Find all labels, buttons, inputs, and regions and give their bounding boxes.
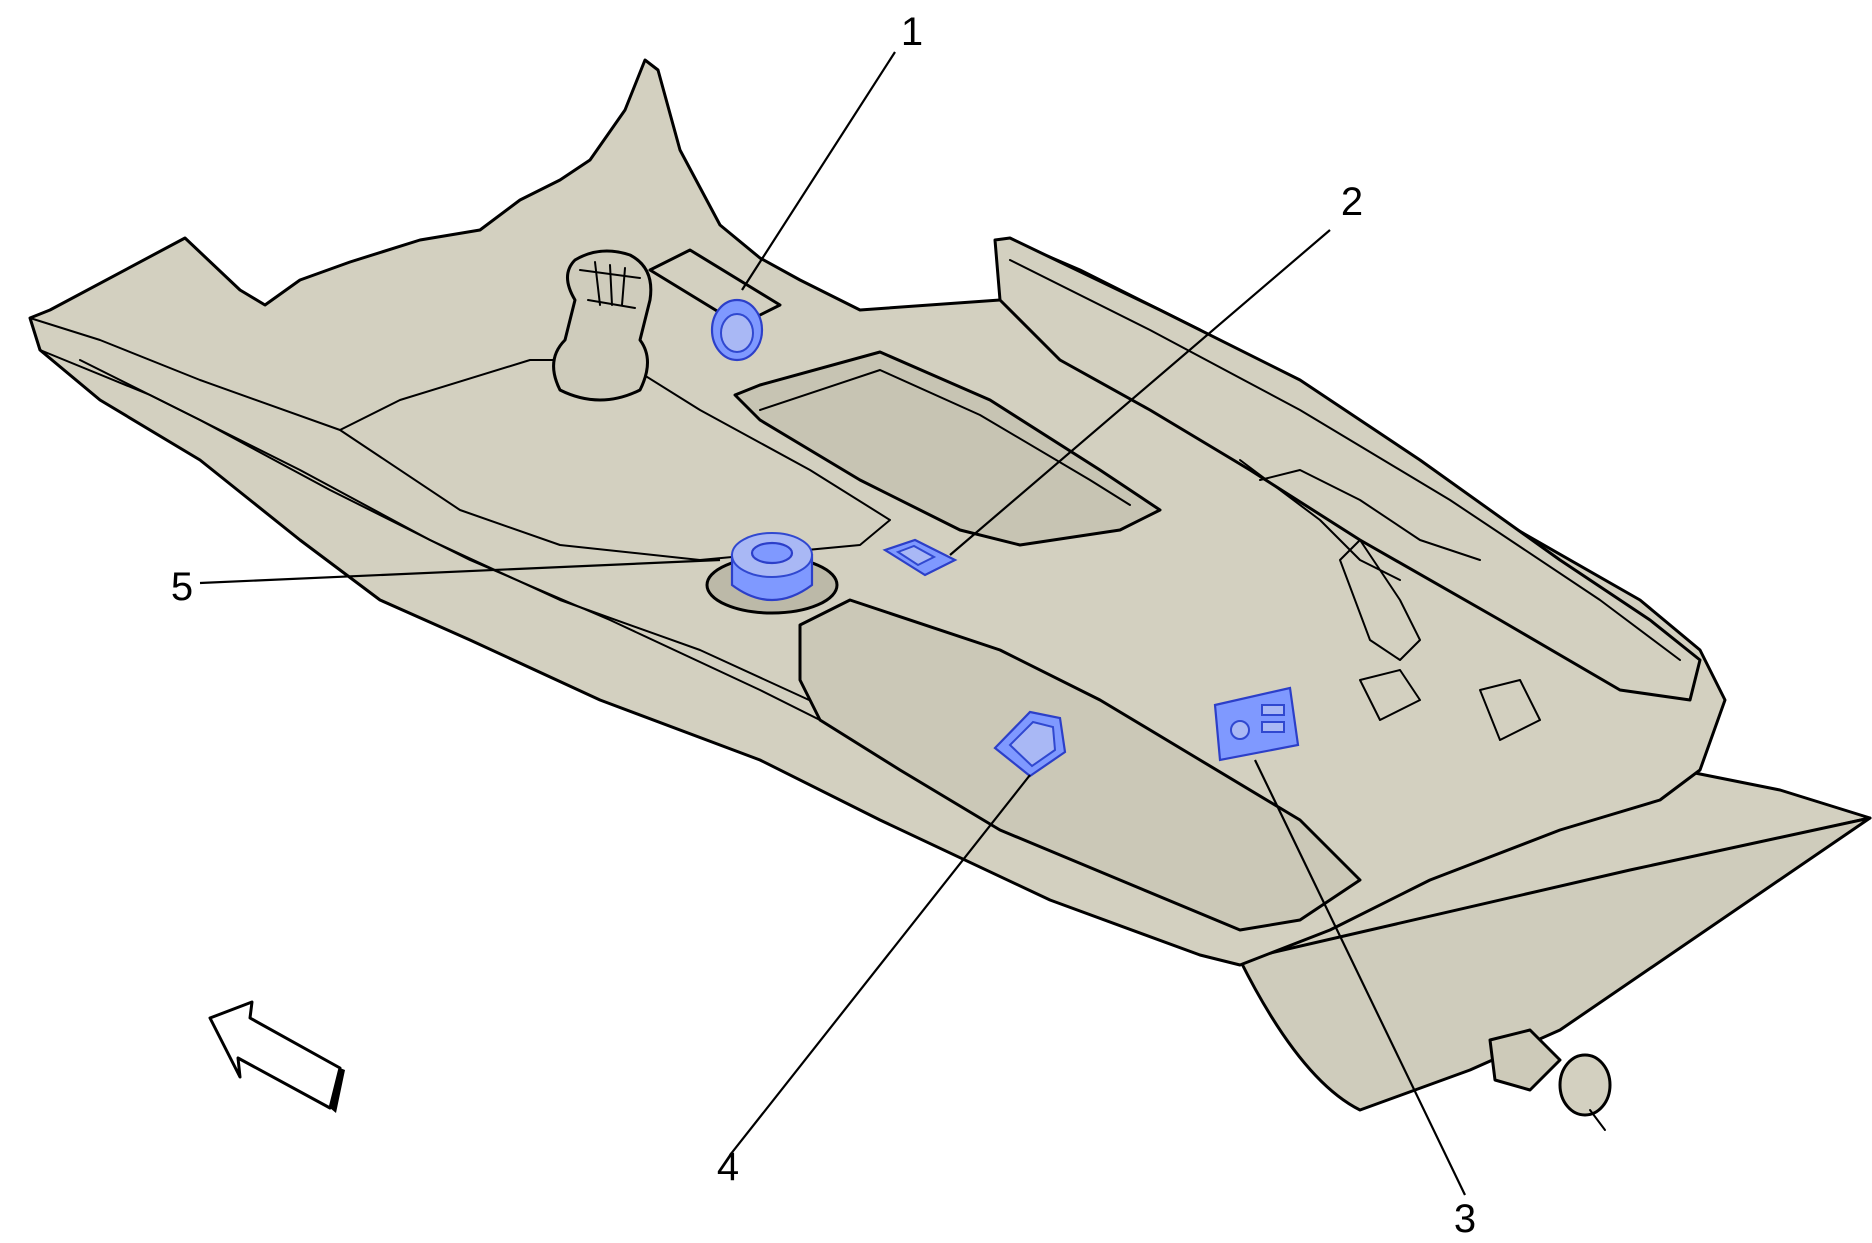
callout-3: 3 [1454,1197,1476,1241]
part-5-control-knob [705,532,839,615]
storage-tray [733,350,1162,547]
leader-line-1 [741,51,896,291]
part-1-cupholder-insert [648,248,782,362]
leader-line-4 [729,774,1031,1156]
front-direction-arrow-icon [208,1000,345,1113]
callout-5: 5 [171,565,193,609]
shift-knob [552,249,653,402]
callout-1: 1 [901,10,923,54]
callout-4: 4 [717,1145,739,1189]
leader-line-2 [949,229,1331,556]
leader-lines [199,51,1466,1196]
leader-line-5 [199,558,721,585]
part-3-power-outlet-panel [1213,686,1300,762]
part-4-access-cover [993,710,1067,778]
rear-bracket [1339,539,1541,741]
console-body [28,58,1872,1112]
callout-labels: 1 2 3 4 5 [171,10,1476,1241]
rear-power-plug [1488,1028,1612,1131]
part-2-switch [882,538,958,577]
callout-2: 2 [1341,180,1363,224]
leader-line-3 [1254,759,1466,1196]
armrest-lid [993,236,1702,702]
